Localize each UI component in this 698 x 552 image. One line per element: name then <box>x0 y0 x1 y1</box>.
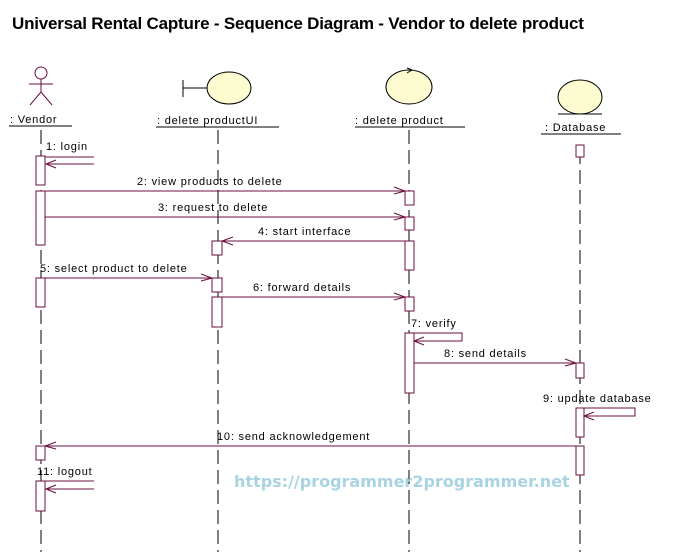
message-label-7: 7: verify <box>411 318 457 330</box>
activation-vendor-4 <box>35 445 46 461</box>
activation-ui-3 <box>211 296 223 328</box>
entity-icon <box>557 79 603 115</box>
arrowhead-8 <box>564 358 578 367</box>
arrowhead-11 <box>44 484 57 494</box>
boundary-icon <box>182 71 252 105</box>
message-label-3: 3: request to delete <box>158 202 268 214</box>
actor-icon <box>29 66 53 106</box>
message-label-5: 5: select product to delete <box>40 263 188 275</box>
messages <box>43 156 636 494</box>
arrowhead-9 <box>582 411 595 421</box>
arrowhead-6 <box>393 292 407 301</box>
message-label-8: 8: send details <box>444 348 527 360</box>
message-labels: 1: login 2: view products to delete 3: r… <box>37 141 652 478</box>
message-label-6: 6: forward details <box>253 282 351 294</box>
message-label-9: 9: update database <box>543 393 652 405</box>
control-icon <box>385 67 433 105</box>
activation-ui-2 <box>211 277 223 293</box>
arrowhead-4 <box>220 236 234 246</box>
activation-ctrl-1 <box>404 190 415 206</box>
activation-db-4 <box>575 445 585 476</box>
arrowhead-1 <box>44 159 57 169</box>
arrowhead-5 <box>200 273 214 282</box>
activation-vendor-2 <box>35 190 46 246</box>
message-label-2: 2: view products to delete <box>137 176 283 188</box>
diagram-title: Universal Rental Capture - Sequence Diag… <box>12 14 584 33</box>
activation-ctrl-5 <box>404 332 415 394</box>
activation-ctrl-4 <box>404 296 415 312</box>
message-label-4: 4: start interface <box>258 226 351 238</box>
lifeline-label-db: : Database <box>545 122 606 134</box>
activation-vendor-5 <box>35 480 46 512</box>
watermark-link[interactable]: https://programmer2programmer.net <box>234 472 570 491</box>
message-label-11: 11: logout <box>37 466 93 478</box>
activation-ctrl-2 <box>404 216 415 231</box>
lifeline-label-vendor: : Vendor <box>10 114 57 126</box>
message-label-1: 1: login <box>46 141 88 153</box>
activation-db-1 <box>575 144 585 158</box>
arrowhead-2 <box>393 186 407 195</box>
arrowhead-7 <box>412 336 425 346</box>
arrowhead-10 <box>43 441 57 450</box>
activation-db-2 <box>575 362 585 379</box>
activation-vendor-1 <box>35 155 46 186</box>
message-arrow-9 <box>584 407 636 417</box>
activation-ctrl-3 <box>404 240 415 271</box>
activation-vendor-3 <box>35 277 46 308</box>
activation-bars <box>35 144 585 512</box>
lifeline-label-ui: : delete productUI <box>157 115 258 127</box>
activation-db-3 <box>575 407 585 438</box>
arrowhead-3 <box>393 212 407 221</box>
message-arrow-7 <box>414 332 463 342</box>
activation-ui-1 <box>211 240 223 256</box>
message-label-10: 10: send acknowledgement <box>217 431 370 443</box>
lifeline-label-ctrl: : delete product <box>355 115 444 127</box>
